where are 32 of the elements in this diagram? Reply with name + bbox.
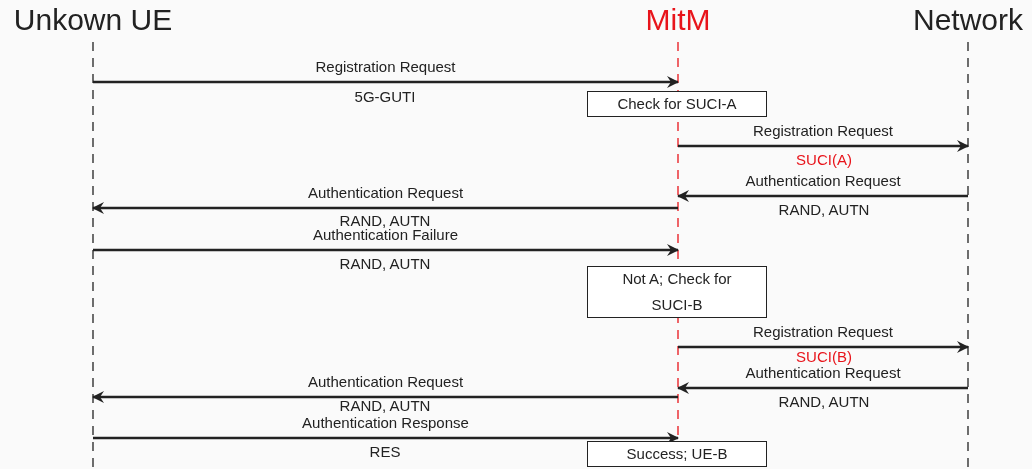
message-parameter: RAND, AUTN bbox=[778, 202, 870, 218]
participant-name: Network bbox=[912, 2, 1024, 38]
message-label: Registration Request bbox=[752, 324, 894, 340]
message-label: Authentication Request bbox=[307, 374, 464, 390]
message-parameter: RAND, AUTN bbox=[339, 256, 431, 272]
message-arrow bbox=[678, 140, 969, 152]
message-parameter: RES bbox=[369, 444, 401, 460]
message-parameter: RAND, AUTN bbox=[778, 394, 870, 410]
message-label: Authentication Request bbox=[307, 185, 464, 201]
message-parameter: SUCI(B) bbox=[796, 349, 852, 365]
message-arrow bbox=[93, 244, 679, 256]
message-label: Registration Request bbox=[752, 123, 894, 139]
message-arrow bbox=[677, 190, 968, 202]
message-parameter: RAND, AUTN bbox=[339, 213, 431, 229]
message-arrow bbox=[678, 341, 969, 353]
participant-name: Unkown UE bbox=[12, 2, 174, 38]
message-arrow bbox=[92, 202, 678, 214]
message-label: Authentication Request bbox=[745, 173, 901, 189]
message-parameter: RAND, AUTN bbox=[339, 398, 431, 414]
message-label: Authentication Failure bbox=[312, 227, 459, 243]
process-box: Success; UE-B bbox=[587, 441, 767, 467]
message-label: Registration Request bbox=[315, 59, 456, 75]
message-label: Authentication Response bbox=[302, 415, 469, 431]
message-label: Authentication Request bbox=[745, 365, 901, 381]
message-parameter: SUCI(A) bbox=[796, 152, 852, 168]
process-box: Not A; Check for SUCI-B bbox=[587, 266, 767, 318]
message-arrow bbox=[677, 382, 968, 394]
message-parameter: 5G-GUTI bbox=[354, 89, 416, 105]
message-arrow bbox=[92, 391, 678, 403]
message-arrow bbox=[93, 76, 679, 88]
process-box: Check for SUCI-A bbox=[587, 91, 767, 117]
participant-name: MitM bbox=[644, 2, 712, 38]
